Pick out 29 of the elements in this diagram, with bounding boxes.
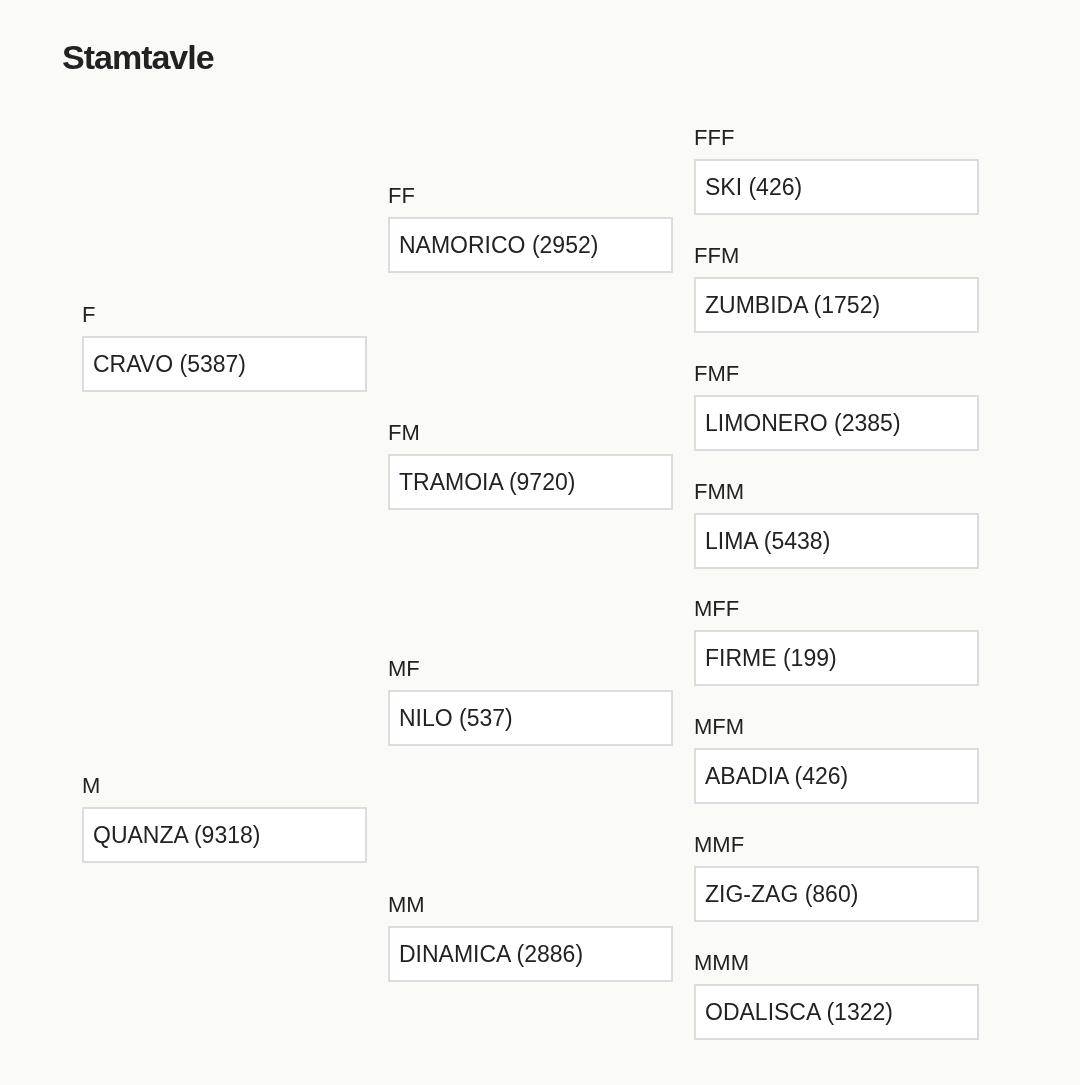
pedigree-entry-box: LIMA (5438): [694, 513, 979, 569]
pedigree-entry-box: NAMORICO (2952): [388, 217, 673, 273]
pedigree-position-label: FM: [388, 420, 420, 446]
pedigree-position-label: MMM: [694, 950, 749, 976]
pedigree-entry-box: ZIG-ZAG (860): [694, 866, 979, 922]
pedigree-position-label: FMM: [694, 479, 745, 505]
pedigree-entry-box: ZUMBIDA (1752): [694, 277, 979, 333]
pedigree-entry-box: TRAMOIA (9720): [388, 454, 673, 510]
pedigree-entry-box: ABADIA (426): [694, 748, 979, 804]
pedigree-entry-box: FIRME (199): [694, 630, 979, 686]
pedigree-entry-box: QUANZA (9318): [82, 807, 367, 863]
pedigree-position-label: MFF: [694, 596, 740, 622]
pedigree-position-label: MMF: [694, 832, 745, 858]
pedigree-position-label: M: [82, 773, 101, 799]
pedigree-position-label: MM: [388, 892, 425, 918]
title: Stamtavle: [62, 38, 214, 77]
pedigree-entry-box: LIMONERO (2385): [694, 395, 979, 451]
pedigree-entry-box: CRAVO (5387): [82, 336, 367, 392]
pedigree-position-label: FF: [388, 183, 415, 209]
pedigree-position-label: MFM: [694, 714, 745, 740]
pedigree-entry-box: SKI (426): [694, 159, 979, 215]
pedigree-entry-box: ODALISCA (1322): [694, 984, 979, 1040]
pedigree-position-label: FFM: [694, 243, 740, 269]
pedigree-position-label: FMF: [694, 361, 740, 387]
pedigree-position-label: F: [82, 302, 96, 328]
pedigree-entry-box: NILO (537): [388, 690, 673, 746]
pedigree-position-label: MF: [388, 656, 420, 682]
pedigree-entry-box: DINAMICA (2886): [388, 926, 673, 982]
pedigree-position-label: FFF: [694, 125, 735, 151]
